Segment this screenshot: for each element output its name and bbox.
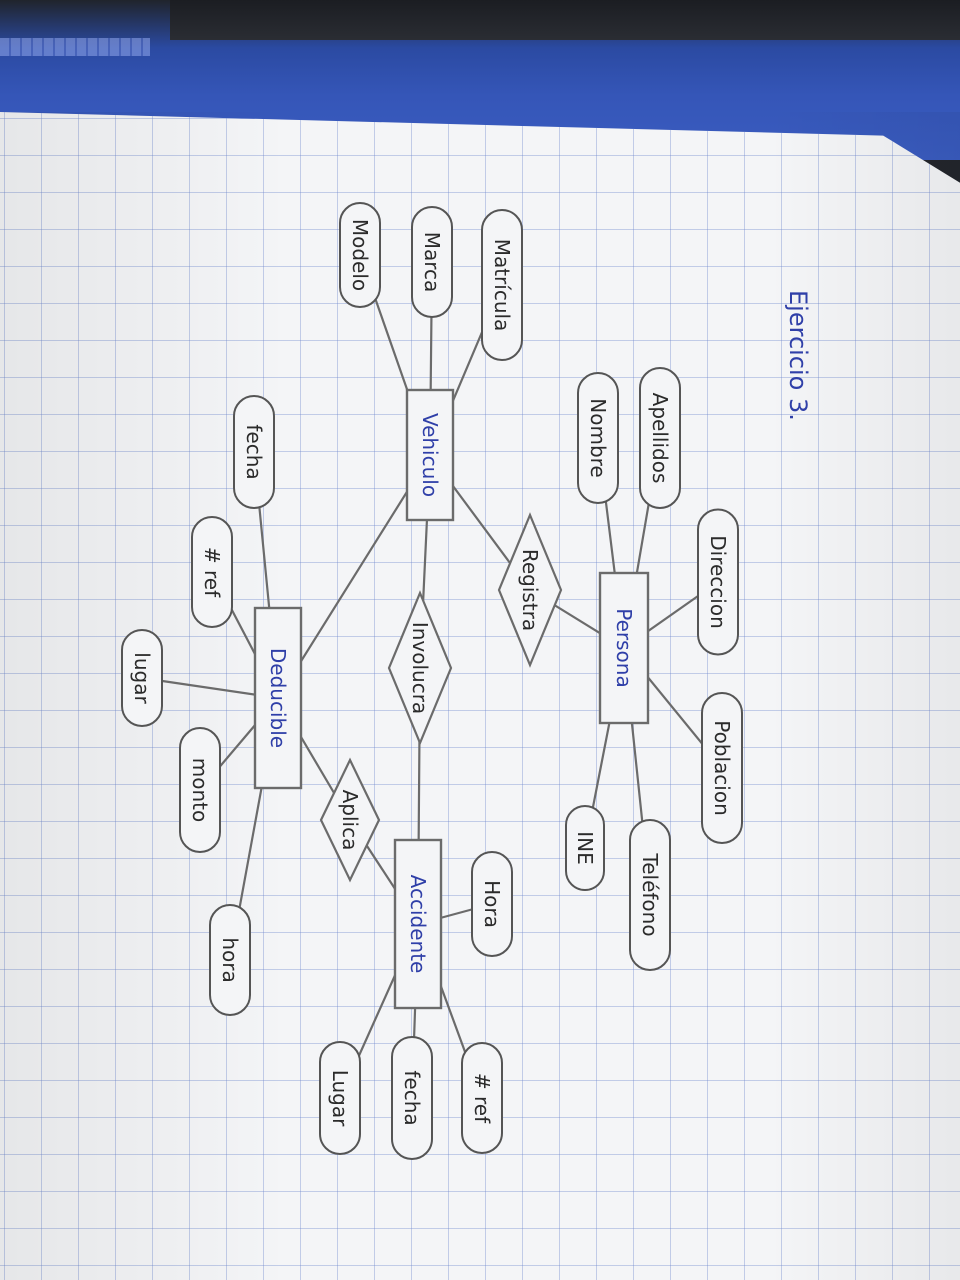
attribute-telefono-label: Teléfono [638, 852, 662, 936]
attribute-matricula: Matrícula [481, 209, 523, 361]
relationship-involucra: Involucra [387, 590, 453, 746]
attribute-oval [481, 209, 523, 361]
attribute-direccion: Direccion [697, 508, 739, 656]
attribute-ref-ded-label: # ref [200, 547, 224, 598]
attribute-lugar-acc: Lugar [319, 1041, 361, 1155]
attribute-poblacion: Poblacion [701, 692, 743, 844]
entity-deducible-label: Deducible [266, 648, 290, 748]
attribute-fecha-ded: fecha [233, 395, 275, 509]
relationship-diamond [497, 512, 563, 668]
attribute-oval [209, 904, 251, 1016]
attribute-hora-ded: hora [209, 904, 251, 1016]
attribute-oval [639, 367, 681, 509]
attribute-oval [471, 851, 513, 957]
relationship-registra: Registra [497, 512, 563, 668]
attribute-oval [179, 727, 221, 853]
attribute-nombre: Nombre [577, 372, 619, 504]
entity-box [393, 838, 443, 1010]
attribute-oval [697, 508, 739, 656]
attribute-telefono: Teléfono [629, 819, 671, 971]
attribute-hora-acc: Hora [471, 851, 513, 957]
relationship-diamond [319, 757, 381, 883]
attribute-monto-label: monto [188, 758, 212, 822]
attribute-apellidos: Apellidos [639, 367, 681, 509]
attribute-marca: Marca [411, 206, 453, 318]
attribute-modelo-label: Modelo [348, 219, 372, 291]
attribute-oval [339, 202, 381, 308]
attribute-poblacion-label: Poblacion [710, 720, 734, 816]
entity-deducible: Deducible [253, 606, 303, 790]
entity-box [598, 571, 650, 725]
attribute-oval [391, 1036, 433, 1160]
relationship-aplica: Aplica [319, 757, 381, 883]
relationship-involucra-label: Involucra [408, 622, 432, 714]
link-vehiculo-deducible [276, 453, 432, 700]
attribute-hora-ded-label: hora [218, 937, 242, 982]
attribute-apellidos-label: Apellidos [648, 393, 672, 484]
exercise-title: Ejercicio 3. [784, 290, 812, 421]
attribute-fecha-acc: fecha [391, 1036, 433, 1160]
attribute-nombre-label: Nombre [586, 398, 610, 477]
attribute-oval [701, 692, 743, 844]
attribute-lugar-ded-label: lugar [130, 652, 154, 704]
attribute-modelo: Modelo [339, 202, 381, 308]
attribute-oval [319, 1041, 361, 1155]
entity-accidente-label: Accidente [406, 875, 430, 974]
entity-box [405, 388, 455, 522]
entity-vehiculo: Vehiculo [405, 388, 455, 522]
attribute-lugar-acc-label: Lugar [328, 1070, 352, 1127]
attribute-fecha-ded-label: fecha [242, 424, 266, 479]
entity-vehiculo-label: Vehiculo [418, 413, 442, 497]
attribute-oval [121, 629, 163, 727]
attribute-oval [461, 1042, 503, 1154]
relationship-registra-label: Registra [518, 549, 542, 631]
attribute-matricula-label: Matrícula [490, 239, 514, 332]
relationship-diamond [387, 590, 453, 746]
attribute-direccion-label: Direccion [706, 535, 730, 629]
attribute-ine: INE [565, 805, 605, 891]
folder-edge [0, 38, 150, 56]
relationship-aplica-label: Aplica [338, 790, 362, 851]
entity-accidente: Accidente [393, 838, 443, 1010]
attribute-oval [191, 516, 233, 628]
entity-persona-label: Persona [612, 608, 636, 687]
attribute-marca-label: Marca [420, 232, 444, 293]
entity-box [253, 606, 303, 790]
attribute-oval [233, 395, 275, 509]
entity-persona: Persona [598, 571, 650, 725]
attribute-monto: monto [179, 727, 221, 853]
dark-background [170, 0, 960, 40]
attribute-oval [411, 206, 453, 318]
attribute-hora-acc-label: Hora [480, 880, 504, 928]
attribute-oval [577, 372, 619, 504]
attribute-lugar-ded: lugar [121, 629, 163, 727]
attribute-ref-acc: # ref [461, 1042, 503, 1154]
attribute-ref-acc-label: # ref [470, 1073, 494, 1124]
attribute-oval [565, 805, 605, 891]
attribute-oval [629, 819, 671, 971]
attribute-ref-ded: # ref [191, 516, 233, 628]
attribute-ine-label: INE [573, 831, 597, 865]
attribute-fecha-acc-label: fecha [400, 1070, 424, 1125]
